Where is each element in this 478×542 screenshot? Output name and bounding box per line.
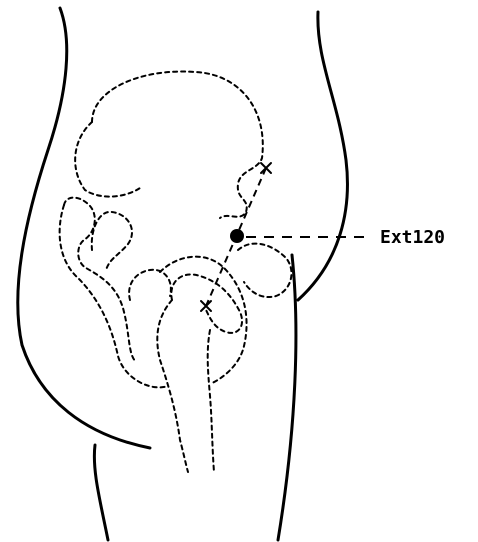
acupoint-marker <box>230 229 244 243</box>
lower-landmark-cross-icon <box>201 301 211 311</box>
obturator-outline <box>129 270 171 300</box>
ischium-outline <box>160 257 247 384</box>
femur-shaft-left-outline <box>157 300 188 472</box>
right-leg-outline <box>278 255 296 540</box>
left-leg-outline <box>94 445 108 540</box>
femur-shaft-right-outline <box>208 330 214 472</box>
sacral-outline <box>92 212 132 270</box>
ilium-lower-outline <box>75 122 140 197</box>
left-body-outline <box>18 8 150 448</box>
greater-trochanter-outline <box>238 244 291 297</box>
right-body-outline <box>298 12 347 300</box>
upper-landmark-cross-icon <box>261 163 271 173</box>
acetabulum-outline <box>64 198 136 362</box>
pubis-outline <box>60 205 168 387</box>
acupoint-label: Ext120 <box>380 227 445 248</box>
